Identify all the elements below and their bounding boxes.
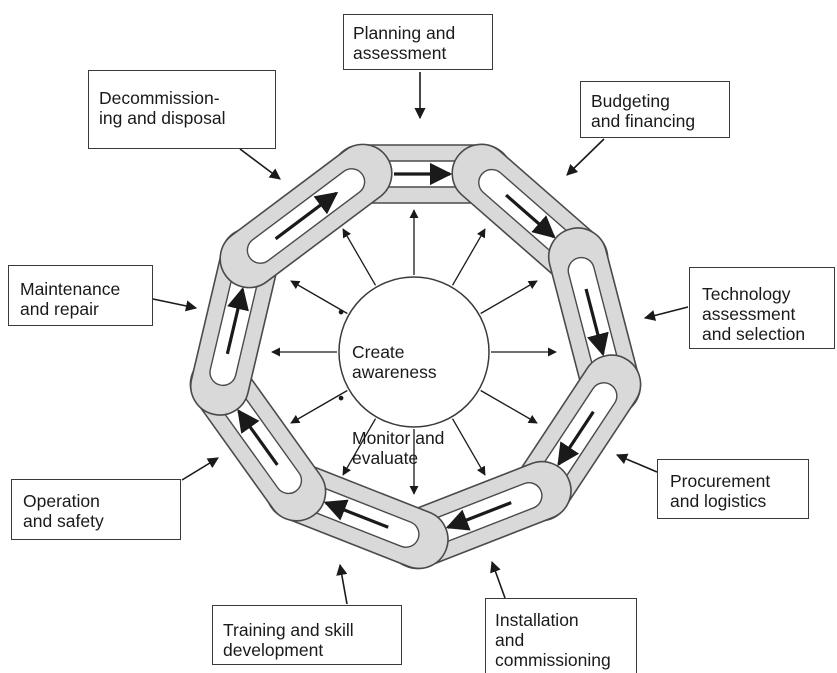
stage-decommissioning-box: Decommission- ing and disposal bbox=[88, 70, 276, 149]
cycle-arrow bbox=[584, 288, 609, 357]
pointer-arrow bbox=[181, 457, 219, 481]
cycle-arrow bbox=[505, 193, 556, 239]
stage-budgeting-box: Budgeting and financing bbox=[580, 81, 730, 138]
stage-operation-label: Operation and safety bbox=[23, 491, 104, 531]
stage-procurement-box: Procurement and logistics bbox=[657, 459, 809, 519]
spoke-arrow bbox=[290, 280, 348, 315]
center-spokes bbox=[271, 209, 557, 495]
stage-maintenance-label: Maintenance and repair bbox=[20, 279, 121, 319]
spoke-arrow bbox=[342, 418, 377, 476]
pointer-arrow bbox=[643, 306, 689, 321]
stage-operation-box: Operation and safety bbox=[11, 479, 181, 540]
stage-budgeting-label: Budgeting and financing bbox=[591, 91, 696, 131]
stage-procurement-label: Procurement and logistics bbox=[670, 471, 771, 511]
stage-planning-box: Planning and assessment bbox=[343, 14, 493, 70]
spoke-arrow bbox=[451, 418, 486, 476]
cycle-arrow bbox=[445, 501, 512, 531]
center-item-monitor-label: Monitor and evaluate bbox=[352, 428, 445, 468]
cycle-arrow bbox=[225, 286, 249, 355]
pointer-arrow bbox=[336, 563, 348, 605]
cycle-arrow bbox=[557, 410, 595, 467]
center-item-awareness-label: Create awareness bbox=[352, 342, 437, 382]
stage-technology-box: Technology assessment and selection bbox=[689, 267, 835, 349]
center-item-awareness: • Create awareness bbox=[336, 302, 486, 382]
cycle-arrows bbox=[225, 162, 609, 531]
bullet-icon: • bbox=[338, 302, 345, 322]
pointer-arrow bbox=[615, 453, 658, 473]
spoke-arrow bbox=[290, 389, 348, 424]
cycle-arrow bbox=[274, 191, 339, 241]
spoke-arrow bbox=[451, 228, 486, 286]
spoke-arrow bbox=[480, 280, 538, 315]
bullet-icon: • bbox=[338, 388, 345, 408]
stage-decommissioning-label: Decommission- ing and disposal bbox=[99, 88, 226, 128]
stage-planning-label: Planning and assessment bbox=[353, 23, 456, 63]
stage-installation-label: Installation and commissioning bbox=[495, 610, 611, 670]
spoke-arrow bbox=[480, 389, 538, 424]
cycle-arrow bbox=[323, 499, 389, 529]
cycle-arrow bbox=[237, 409, 279, 466]
stage-maintenance-box: Maintenance and repair bbox=[8, 265, 153, 326]
pointer-arrow bbox=[152, 298, 198, 312]
stage-installation-box: Installation and commissioning bbox=[485, 598, 637, 673]
pointer-arrow bbox=[239, 148, 281, 180]
label-pointer-arrows bbox=[152, 72, 689, 605]
center-item-monitor: • Monitor and evaluate bbox=[336, 388, 486, 468]
stage-training-label: Training and skill development bbox=[223, 620, 354, 660]
center-text: • Create awareness • Monitor and evaluat… bbox=[336, 302, 486, 474]
spoke-arrow bbox=[342, 228, 377, 286]
pointer-arrow bbox=[566, 138, 605, 176]
stage-training-box: Training and skill development bbox=[212, 605, 402, 665]
center-circle bbox=[338, 276, 490, 428]
pointer-arrow bbox=[490, 560, 506, 599]
stage-technology-label: Technology assessment and selection bbox=[702, 284, 806, 344]
